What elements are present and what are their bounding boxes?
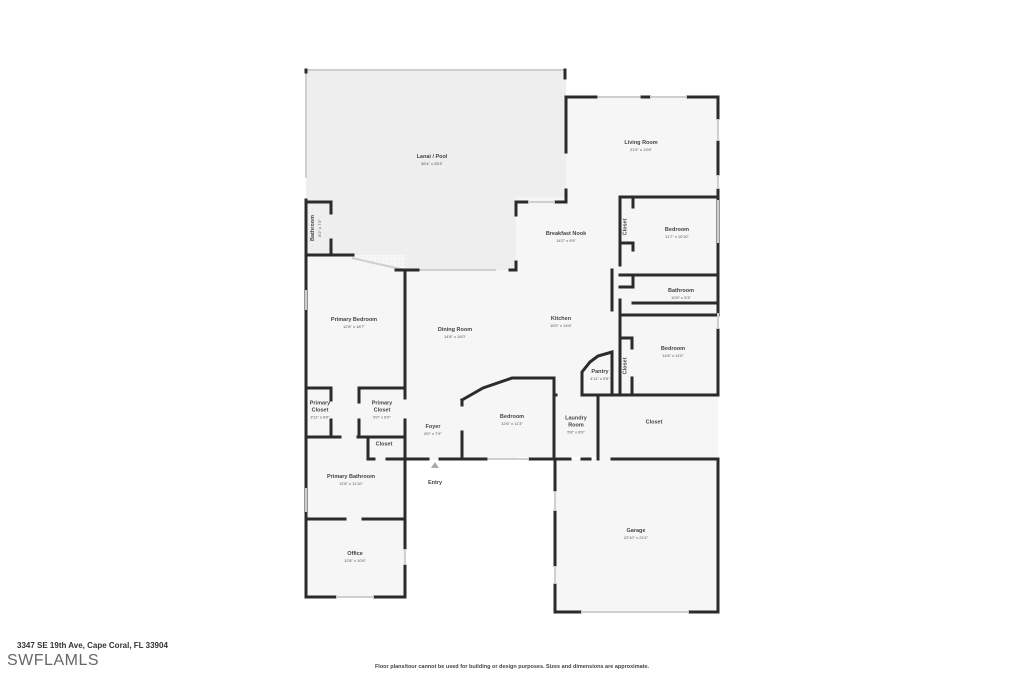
room-dining-room: Dining Room 14'8" x 18'0": [437, 327, 473, 339]
room-bedroom-3: Bedroom 12'6" x 11'3": [499, 414, 525, 426]
room-primary-closet-1: Primary Closet 3'11" x 6'0": [309, 400, 331, 420]
room-garage: Garage 22'10" x 21'4": [623, 528, 649, 540]
room-laundry: Laundry Room 5'8" x 8'9": [565, 415, 587, 435]
room-lanai-pool: Lanai / Pool 36'4" x 28'4": [416, 154, 448, 166]
room-kitchen: Kitchen 15'0" x 14'6": [550, 316, 572, 328]
room-breakfast-nook: Breakfast Nook 14'2" x 9'5": [545, 231, 587, 243]
room-closet-large: Closet: [645, 419, 663, 426]
disclaimer-text: Floor plans/tour cannot be used for buil…: [374, 664, 650, 670]
room-closet-bedroom2: Closet: [622, 357, 629, 375]
room-closet-bedroom1: Closet: [622, 218, 629, 236]
room-primary-closet-2: Primary Closet 6'0" x 6'0": [371, 400, 393, 420]
entry-arrow-icon: [431, 462, 439, 468]
room-office: Office 12'8" x 10'6": [344, 551, 366, 563]
mls-logo: SWFLAMLS: [7, 652, 100, 669]
room-bathroom-2: Bathroom 10'6" x 5'3": [668, 288, 694, 300]
room-pantry: Pantry 4'11" x 5'5": [590, 369, 610, 381]
room-bedroom-1: Bedroom 11'7" x 10'10": [664, 227, 690, 239]
room-primary-bathroom: Primary Bathroom 12'8" x 11'10": [327, 474, 375, 486]
room-lanai-bathroom: Bathroom 8'2" x 7'3": [310, 215, 322, 241]
property-address: 3347 SE 19th Ave, Cape Coral, FL 33904: [17, 641, 168, 650]
room-closet-small: Closet: [375, 441, 393, 448]
room-foyer: Foyer 8'0" x 7'9": [424, 424, 442, 436]
entry-marker: Entry: [428, 462, 442, 489]
room-living-room: Living Room 21'5" x 13'8": [624, 140, 658, 152]
room-primary-bedroom: Primary Bedroom 12'8" x 18'7": [330, 317, 378, 329]
room-bedroom-2: Bedroom 14'8" x 11'0": [660, 346, 686, 358]
